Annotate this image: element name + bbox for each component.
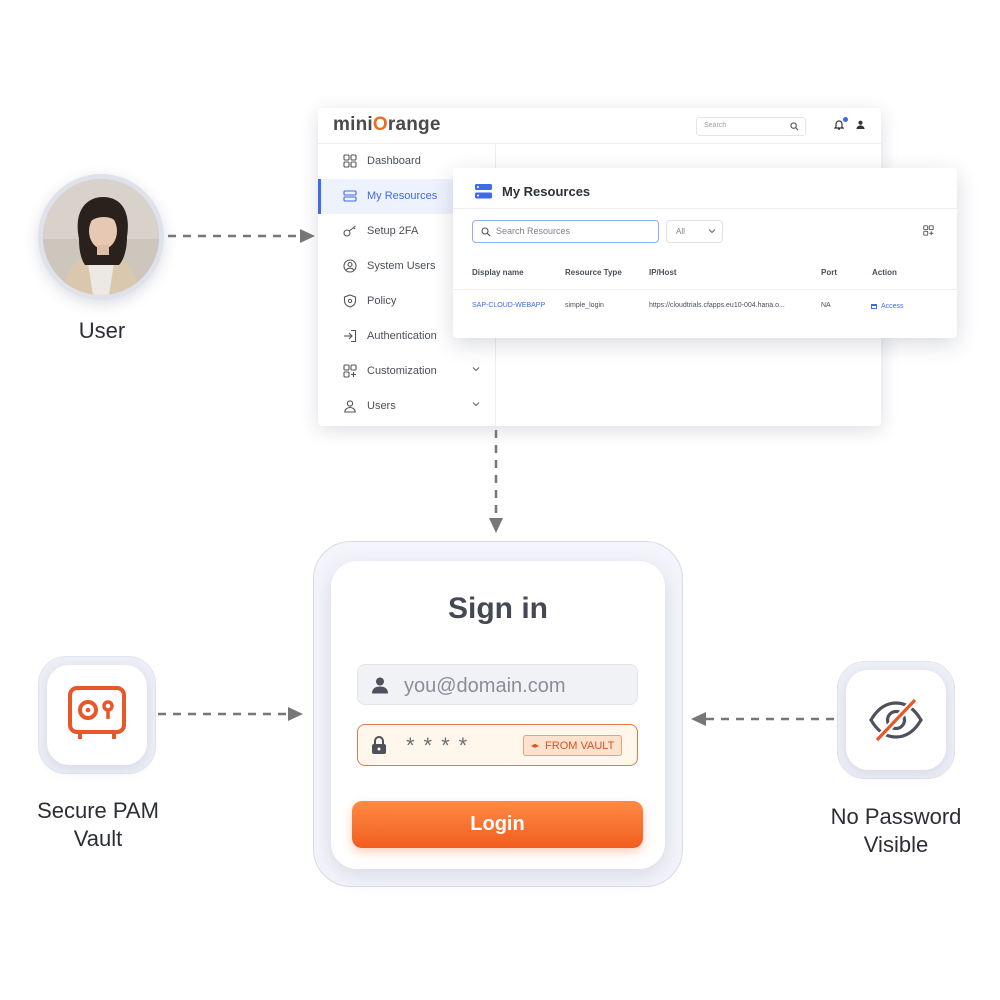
eye-slash-icon (869, 698, 923, 742)
user-icon (344, 400, 356, 413)
vault-safe-icon (68, 686, 126, 739)
lock-icon (372, 736, 386, 754)
column-header: Display name (472, 268, 524, 277)
search-resources-input[interactable]: Search Resources (472, 220, 659, 243)
email-placeholder: you@domain.com (404, 675, 566, 697)
header-search-placeholder: Search (704, 122, 727, 129)
column-header: Port (821, 268, 837, 277)
logo-o: O (372, 114, 388, 135)
sidebar-item-dashboard[interactable]: Dashboard (318, 144, 496, 179)
profile-icon[interactable] (856, 120, 865, 129)
server-icon (343, 190, 357, 202)
arrow-right-icon (168, 229, 315, 243)
window-icon (871, 304, 877, 309)
grid-plus-icon (343, 364, 357, 378)
vault-tile (47, 665, 147, 765)
shield-icon (343, 294, 357, 308)
bell-icon[interactable] (834, 119, 844, 130)
chevron-down-icon[interactable] (472, 366, 480, 372)
resource-host: https://cloudtrials.cfapps.eu10-004.hana… (649, 302, 785, 309)
no-password-tile (846, 670, 946, 770)
sidebar-item-policy[interactable]: Policy (318, 284, 496, 319)
sidebar-item-system-users[interactable]: System Users (318, 249, 496, 284)
grid-icon (343, 154, 357, 168)
vault-label-line2: Vault (73, 826, 123, 851)
header-search-input[interactable]: Search (696, 117, 806, 136)
logo-suffix: range (387, 114, 441, 135)
resource-filter-select[interactable]: All (666, 220, 723, 243)
vault-label: Secure PAM Vault (18, 797, 178, 853)
divider (453, 208, 957, 209)
chevron-down-icon[interactable] (472, 401, 480, 407)
user-avatar (43, 179, 159, 295)
miniorange-logo: miniOrange (333, 114, 441, 136)
no-password-label-line1: No Password (830, 804, 962, 829)
server-icon (475, 184, 492, 199)
from-vault-badge: ◂▸ FROM VAULT (523, 735, 623, 756)
search-icon (790, 122, 799, 131)
divider (453, 289, 957, 290)
user-label: User (78, 318, 126, 343)
sidebar-item-label: Users (367, 400, 396, 412)
arrow-down-icon (489, 430, 503, 533)
user-icon (372, 677, 388, 694)
diamond-arrows-icon: ◂▸ (531, 741, 540, 750)
access-label: Access (881, 303, 904, 310)
arrow-right-icon (158, 707, 303, 721)
key-icon (343, 225, 356, 237)
column-header: Resource Type (565, 268, 622, 277)
user-photo (43, 179, 159, 295)
vault-label-line1: Secure PAM (37, 798, 159, 823)
dashboard-header: miniOrange Search (318, 108, 881, 144)
sidebar-item-label: Policy (367, 295, 397, 307)
search-icon (481, 227, 491, 237)
access-button[interactable]: Access (871, 303, 904, 310)
sign-in-icon (344, 329, 357, 343)
resources-title: My Resources (502, 184, 591, 199)
from-vault-label: FROM VAULT (545, 740, 615, 752)
sidebar-item-setup-2fa[interactable]: Setup 2FA (318, 214, 496, 249)
sidebar-item-label: Authentication (367, 330, 437, 342)
logo-prefix: mini (333, 114, 373, 135)
sidebar-item-customization[interactable]: Customization (318, 354, 496, 389)
chevron-down-icon (708, 229, 716, 234)
no-password-label: No Password Visible (812, 803, 980, 859)
sidebar-item-authentication[interactable]: Authentication (318, 319, 496, 354)
signin-title: Sign in (448, 592, 548, 625)
column-header: IP/Host (649, 268, 677, 277)
resource-type: simple_login (565, 302, 604, 309)
sidebar-item-label: System Users (367, 260, 436, 272)
my-resources-panel: My Resources Search Resources All Displa… (453, 168, 957, 338)
sidebar-item-users[interactable]: Users (318, 389, 496, 424)
login-button[interactable]: Login (352, 801, 643, 848)
arrow-left-icon (691, 712, 838, 726)
email-field[interactable]: you@domain.com (357, 664, 638, 705)
sidebar-item-label: My Resources (367, 190, 438, 202)
user-circle-icon (343, 259, 357, 273)
search-resources-placeholder: Search Resources (496, 226, 571, 236)
no-password-label-line2: Visible (863, 832, 929, 857)
resource-display-name[interactable]: SAP-CLOUD-WEBAPP (472, 302, 546, 309)
filter-value: All (676, 227, 685, 236)
column-header: Action (872, 268, 897, 277)
resource-port: NA (821, 302, 831, 309)
sidebar-item-label: Setup 2FA (367, 225, 419, 237)
notification-dot (843, 117, 848, 122)
password-mask: **** (406, 733, 477, 758)
grid-plus-icon[interactable] (923, 225, 934, 236)
password-field[interactable]: **** ◂▸ FROM VAULT (357, 724, 638, 766)
sidebar-item-label: Customization (367, 365, 437, 377)
sidebar-item-label: Dashboard (367, 155, 421, 167)
